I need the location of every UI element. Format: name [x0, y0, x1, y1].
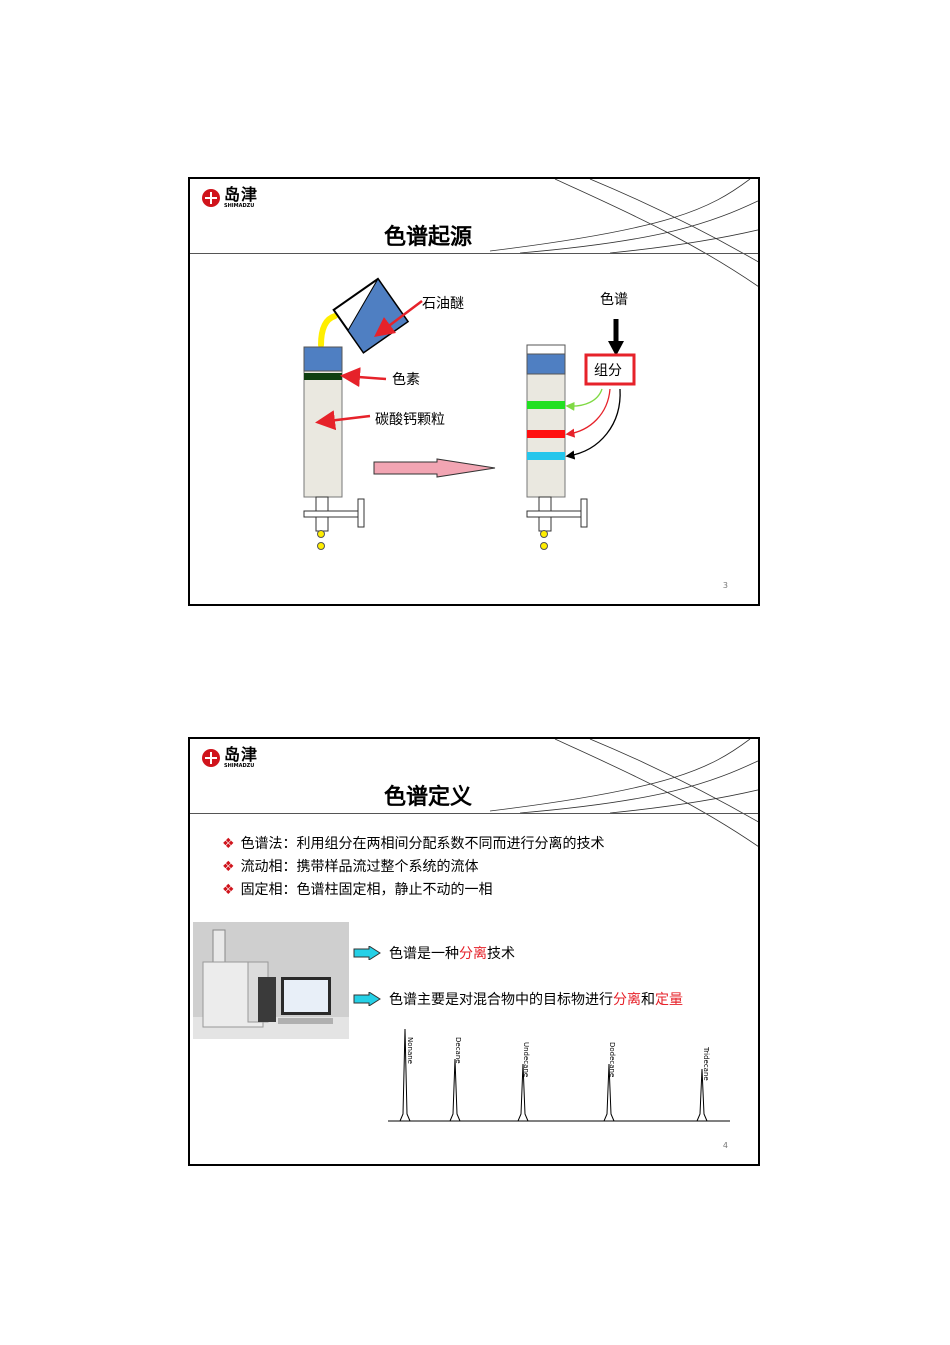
page-number: 4 — [723, 1141, 728, 1150]
label-chromatography: 色谱 — [600, 289, 628, 309]
peak-label: Dodecane — [608, 1042, 616, 1077]
slide-chromatography-origin: 岛津 SHIMADZU 色谱起源 — [188, 177, 760, 606]
page-number: 3 — [723, 581, 728, 590]
label-petroleum-ether: 石油醚 — [422, 293, 464, 313]
slide-chromatography-definition: 岛津 SHIMADZU 色谱定义 ❖色谱法：利用组分在两相间分配系数不同而进行分… — [188, 737, 760, 1166]
process-arrow — [374, 459, 495, 477]
left-column — [304, 316, 364, 550]
peak-label: Decane — [454, 1037, 462, 1064]
peak-label: Tridecane — [702, 1047, 710, 1081]
right-column — [527, 345, 587, 550]
label-components: 组分 — [594, 360, 622, 380]
label-calcium-carbonate: 碳酸钙颗粒 — [375, 409, 445, 429]
peak-label: Nonane — [406, 1037, 414, 1064]
chromatogram — [190, 739, 760, 1166]
column-diagram — [190, 179, 760, 606]
peak-label: Undecane — [522, 1042, 530, 1077]
label-pigment: 色素 — [392, 369, 420, 389]
ether-beaker — [334, 279, 408, 353]
